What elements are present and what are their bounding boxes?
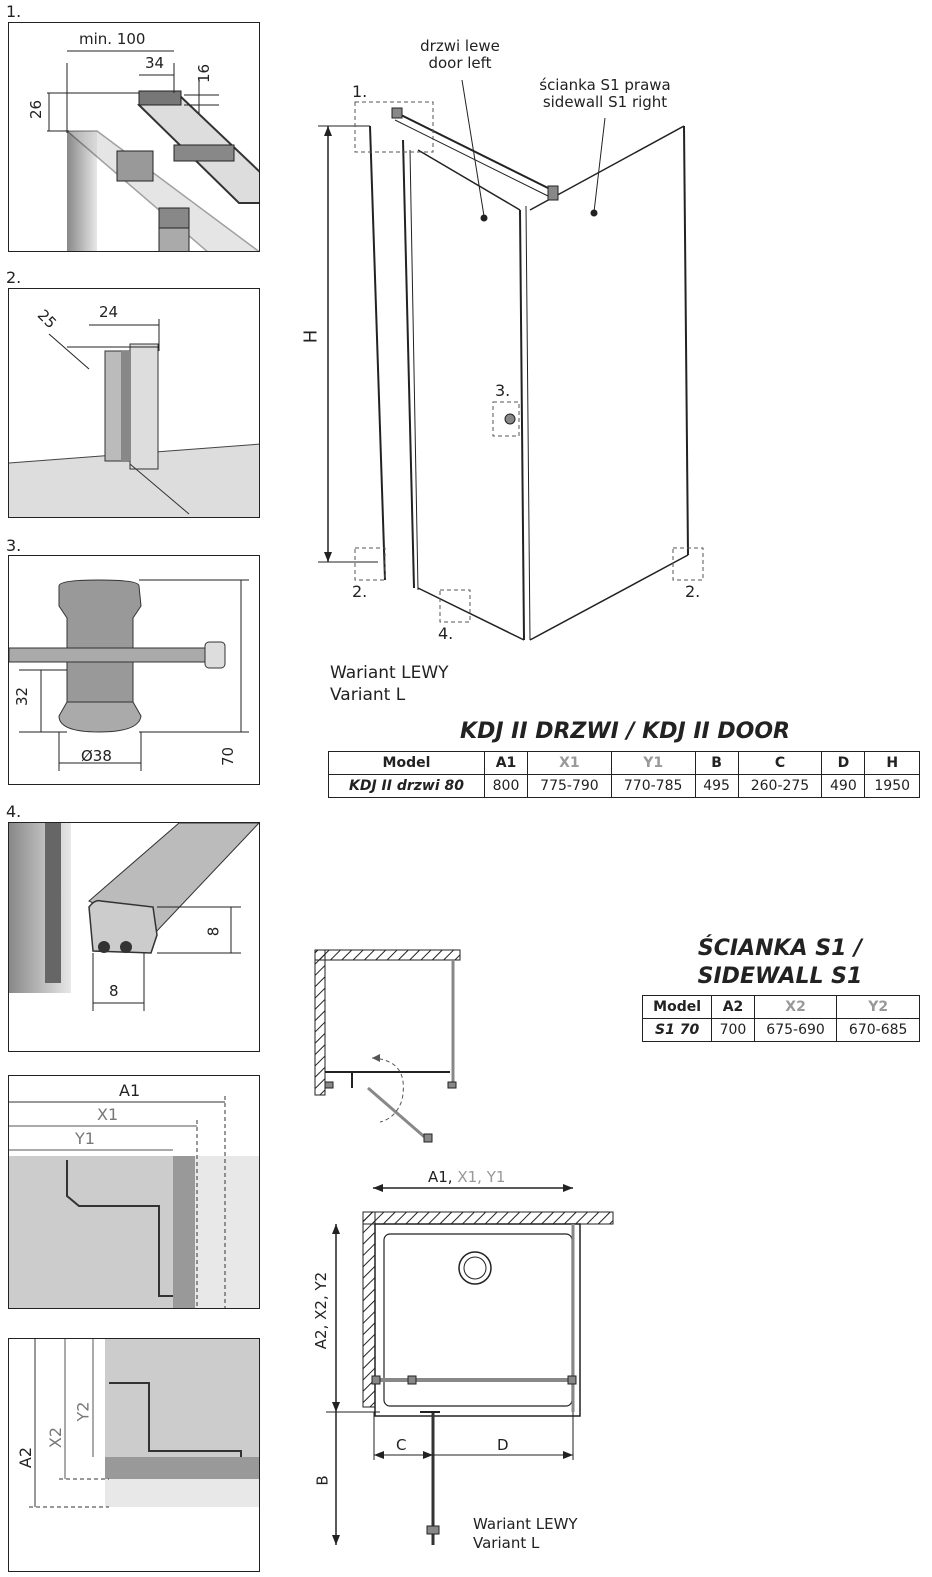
- wall-table-title: ŚCIANKA S1 / SIDEWALL S1: [640, 935, 920, 991]
- cell-y1: 770-785: [610, 774, 696, 798]
- header-d: D: [821, 751, 866, 775]
- dim-8-v: 8: [204, 926, 223, 937]
- door-label-en: door left: [428, 54, 492, 72]
- dim-38: Ø38: [81, 747, 112, 765]
- sidewall-label-en: sidewall S1 right: [542, 93, 668, 111]
- dim-x1: X1: [97, 1105, 119, 1124]
- header-model: Model: [641, 995, 713, 1019]
- height-label: H: [300, 329, 322, 344]
- plan-depth-label: A2, X2, Y2: [312, 1271, 331, 1350]
- dim-y1: Y1: [75, 1129, 95, 1148]
- detail-3-panel: 32 Ø38 70: [8, 555, 260, 785]
- table-row: S1 70 700 675-690 670-685: [641, 1018, 920, 1042]
- variant-en: Variant L: [473, 1534, 540, 1552]
- cell-model: S1 70: [641, 1018, 713, 1042]
- header-b: B: [694, 751, 739, 775]
- plan-width-a1: A1,: [428, 1168, 458, 1186]
- detail-2-panel: 25 24: [8, 288, 260, 518]
- wall-table: Model A2 X2 Y2 S1 70 700 675-690 670-685: [641, 995, 920, 1042]
- dim-26: 26: [27, 99, 46, 120]
- sidewall-label-pl: ścianka S1 prawa: [539, 76, 671, 94]
- callout-3: 3.: [495, 381, 511, 400]
- door-table-title: KDJ II DRZWI / KDJ II DOOR: [460, 719, 790, 744]
- variant-pl: Wariant LEWY: [330, 663, 449, 683]
- variant-en: Variant L: [330, 685, 406, 705]
- detail-4-panel: 8 8: [8, 822, 260, 1052]
- variant-pl: Wariant LEWY: [473, 1515, 578, 1533]
- cell-h: 1950: [864, 774, 920, 798]
- header-y2: Y2: [836, 995, 920, 1019]
- plan-c-label: C: [396, 1436, 407, 1454]
- table-header-row: Model A2 X2 Y2: [641, 995, 920, 1019]
- dim-32: 32: [13, 686, 32, 707]
- dim-min100: min. 100: [79, 30, 146, 48]
- header-a2: A2: [711, 995, 755, 1019]
- dim-x2: X2: [46, 1426, 66, 1449]
- plan-detail-a1: A1 X1 Y1: [8, 1075, 260, 1309]
- cell-model: KDJ II drzwi 80: [328, 774, 485, 798]
- dim-24: 24: [99, 303, 119, 321]
- detail-number: 1.: [6, 2, 22, 21]
- door-table: Model A1 X1 Y1 B C D H KDJ II drzwi 80 8…: [328, 751, 920, 798]
- plan-width-label: A1, X1, Y1: [428, 1169, 505, 1186]
- dim-34: 34: [145, 54, 165, 72]
- variant-label-top: Wariant LEWY Variant L: [330, 662, 449, 706]
- plan-d-label: D: [497, 1436, 509, 1454]
- callout-4: 4.: [438, 624, 454, 643]
- header-h: H: [864, 751, 920, 775]
- detail-1-panel: min. 100 34 26 16: [8, 22, 260, 252]
- plan-b-label: B: [313, 1475, 332, 1486]
- cell-a2: 700: [711, 1018, 755, 1042]
- callout-2-right: 2.: [685, 582, 701, 601]
- header-c: C: [737, 751, 823, 775]
- variant-label-bottom: Wariant LEWY Variant L: [473, 1515, 578, 1553]
- detail-number: 3.: [6, 536, 22, 555]
- sidewall-label: ścianka S1 prawa sidewall S1 right: [530, 77, 680, 111]
- header-y1: Y1: [610, 751, 696, 775]
- callout-1: 1.: [352, 82, 368, 101]
- wall-title-en: SIDEWALL S1: [697, 964, 863, 989]
- detail-number: 4.: [6, 802, 22, 821]
- door-label: drzwi lewe door left: [400, 38, 520, 72]
- wall-title-pl: ŚCIANKA S1 /: [697, 936, 863, 961]
- dim-y2: Y2: [73, 1401, 93, 1422]
- dim-70: 70: [219, 746, 238, 767]
- table-header-row: Model A1 X1 Y1 B C D H: [328, 751, 920, 775]
- dim-a1: A1: [119, 1081, 141, 1100]
- cell-y2: 670-685: [836, 1018, 920, 1042]
- detail-number: 2.: [6, 268, 22, 287]
- cell-c: 260-275: [737, 774, 823, 798]
- dim-16: 16: [195, 63, 214, 84]
- header-x1: X1: [527, 751, 612, 775]
- table-row: KDJ II drzwi 80 800 775-790 770-785 495 …: [328, 774, 920, 798]
- callout-2-left: 2.: [352, 582, 368, 601]
- cell-b: 495: [694, 774, 739, 798]
- cell-x2: 675-690: [753, 1018, 838, 1042]
- cell-d: 490: [821, 774, 866, 798]
- cell-a1: 800: [483, 774, 529, 798]
- dim-8-h: 8: [109, 982, 119, 1000]
- plan-detail-a2: A2 X2 Y2: [8, 1338, 260, 1572]
- header-x2: X2: [753, 995, 838, 1019]
- header-a1: A1: [483, 751, 529, 775]
- dim-a2: A2: [16, 1446, 36, 1469]
- door-label-pl: drzwi lewe: [420, 37, 500, 55]
- cell-x1: 775-790: [527, 774, 612, 798]
- plan-width-xy: X1, Y1: [457, 1168, 506, 1186]
- header-model: Model: [328, 751, 485, 775]
